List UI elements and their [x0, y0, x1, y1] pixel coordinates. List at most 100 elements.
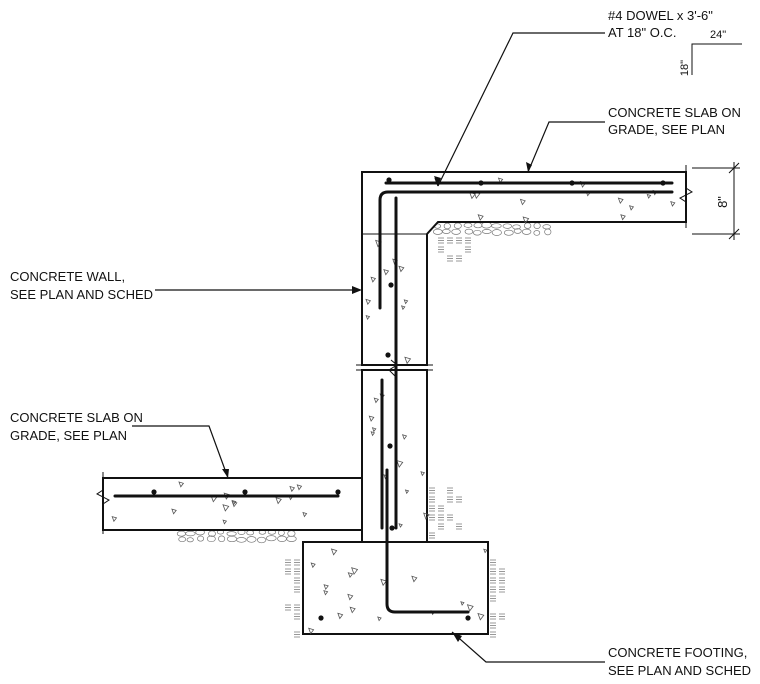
gravel-stone	[277, 535, 287, 542]
wall-label-line2: SEE PLAN AND SCHED	[10, 287, 153, 302]
soil-hatch-mark	[447, 514, 453, 521]
gravel-stone	[503, 229, 514, 236]
aggregate-mark	[308, 627, 315, 635]
soil-hatch-mark	[429, 514, 435, 521]
footing-label-line2: SEE PLAN AND SCHED	[608, 663, 751, 678]
gravel-stone	[533, 230, 541, 236]
aggregate-mark	[323, 589, 329, 596]
aggregate-mark	[111, 515, 118, 523]
upper-slab-leader	[527, 121, 605, 173]
soil-hatch-mark	[456, 523, 462, 530]
soil-hatch-mark	[438, 246, 444, 253]
aggregate-mark	[411, 575, 418, 583]
soil-hatch-mark	[465, 246, 471, 253]
footing-leader	[451, 631, 605, 663]
gravel-stone	[513, 228, 522, 234]
aggregate-mark	[370, 431, 376, 437]
soil-hatch-mark	[490, 577, 496, 584]
lower-slab-label-line1: CONCRETE SLAB ON	[10, 410, 143, 425]
footing	[302, 541, 489, 635]
gravel-stone	[473, 222, 483, 229]
soil-hatch-mark	[294, 577, 300, 584]
leader-arrowheads	[222, 162, 532, 642]
slab-thickness-label: 8"	[715, 196, 730, 208]
soil-hatch-mark	[447, 237, 453, 244]
gravel-stone	[186, 537, 194, 543]
aggregate-mark	[371, 427, 377, 433]
soil-hatch-mark	[490, 613, 496, 620]
aggregate-mark	[310, 562, 316, 569]
soil-hatch-mark	[438, 237, 444, 244]
aggregate-mark	[398, 523, 403, 528]
soil-hatch-mark	[447, 496, 453, 503]
aggregate-mark	[347, 572, 354, 579]
dowel-label-line1: #4 DOWEL x 3'-6"	[608, 8, 713, 23]
aggregate-mark	[670, 200, 676, 207]
gravel-stone	[246, 530, 255, 536]
aggregate-mark	[222, 519, 228, 525]
lower-slab-label-line2: GRADE, SEE PLAN	[10, 428, 127, 443]
soil-hatch-mark	[294, 559, 300, 566]
aggregate-mark	[171, 508, 177, 515]
gravel-stone	[176, 530, 186, 537]
aggregate-mark	[347, 593, 354, 601]
soil-hatch-mark	[465, 237, 471, 244]
soil-hatch-mark	[294, 568, 300, 575]
aggregate-mark	[646, 193, 652, 199]
soil-hatch-mark	[499, 586, 505, 593]
aggregate-mark	[497, 177, 504, 184]
soil-hatch-mark	[429, 532, 435, 539]
gravel-stone	[287, 530, 296, 537]
soil-hatch-mark	[499, 613, 505, 620]
gravel-stone	[246, 536, 257, 543]
gravel-stone	[206, 535, 216, 543]
aggregate-mark	[365, 298, 372, 306]
aggregate-mark	[178, 481, 185, 488]
aggregate-mark	[365, 314, 371, 321]
aggregate-mark	[404, 356, 412, 365]
soil-hatch-footing-right	[490, 559, 505, 638]
aggregate-mark	[302, 511, 308, 518]
soil-hatch-mark	[490, 559, 496, 566]
aggregate-mark	[423, 512, 430, 520]
aggregate-mark	[275, 497, 282, 505]
soil-hatch-mark	[456, 237, 462, 244]
soil-hatch-mark	[456, 255, 462, 262]
soil-hatch-mark	[429, 487, 435, 494]
gravel-stone	[432, 228, 443, 235]
aggregate-mark	[323, 584, 329, 591]
soil-hatch-mark	[490, 622, 496, 629]
upper-slab-label-line2: GRADE, SEE PLAN	[608, 122, 725, 137]
rebar-section-dots	[151, 177, 666, 621]
dowel-label-line2: AT 18" O.C.	[608, 25, 676, 40]
aggregate-mark	[466, 604, 474, 612]
gravel-stone	[481, 229, 492, 234]
soil-hatch-mark	[490, 631, 496, 638]
gravel-stone	[463, 222, 473, 228]
gravel-stone	[544, 228, 552, 236]
aggregate-mark	[400, 305, 406, 311]
aggregate-mark	[337, 612, 344, 620]
aggregate-mark	[377, 616, 382, 622]
gravel-stone	[443, 222, 451, 230]
soil-hatch-mark	[490, 595, 496, 602]
soil-hatch-mark	[438, 505, 444, 512]
gravel-stone	[533, 222, 541, 229]
gravel-stone	[523, 222, 532, 229]
aggregate-mark	[222, 504, 230, 512]
soil-hatch-mark	[438, 514, 444, 521]
aggregate-mark	[370, 276, 377, 283]
gravel-fill-lower-slab	[176, 529, 297, 544]
gravel-stone	[542, 224, 551, 230]
gravel-stone	[491, 223, 502, 229]
soil-hatch-mark	[294, 613, 300, 620]
gravel-stone	[185, 530, 196, 537]
hook-vertical-dim: 18"	[679, 60, 691, 76]
aggregate-mark	[420, 471, 426, 477]
soil-hatch-mark	[490, 586, 496, 593]
soil-hatch-mark	[499, 577, 505, 584]
gravel-stone	[521, 228, 532, 235]
aggregate-mark	[296, 484, 303, 491]
soil-hatch-mark	[447, 255, 453, 262]
